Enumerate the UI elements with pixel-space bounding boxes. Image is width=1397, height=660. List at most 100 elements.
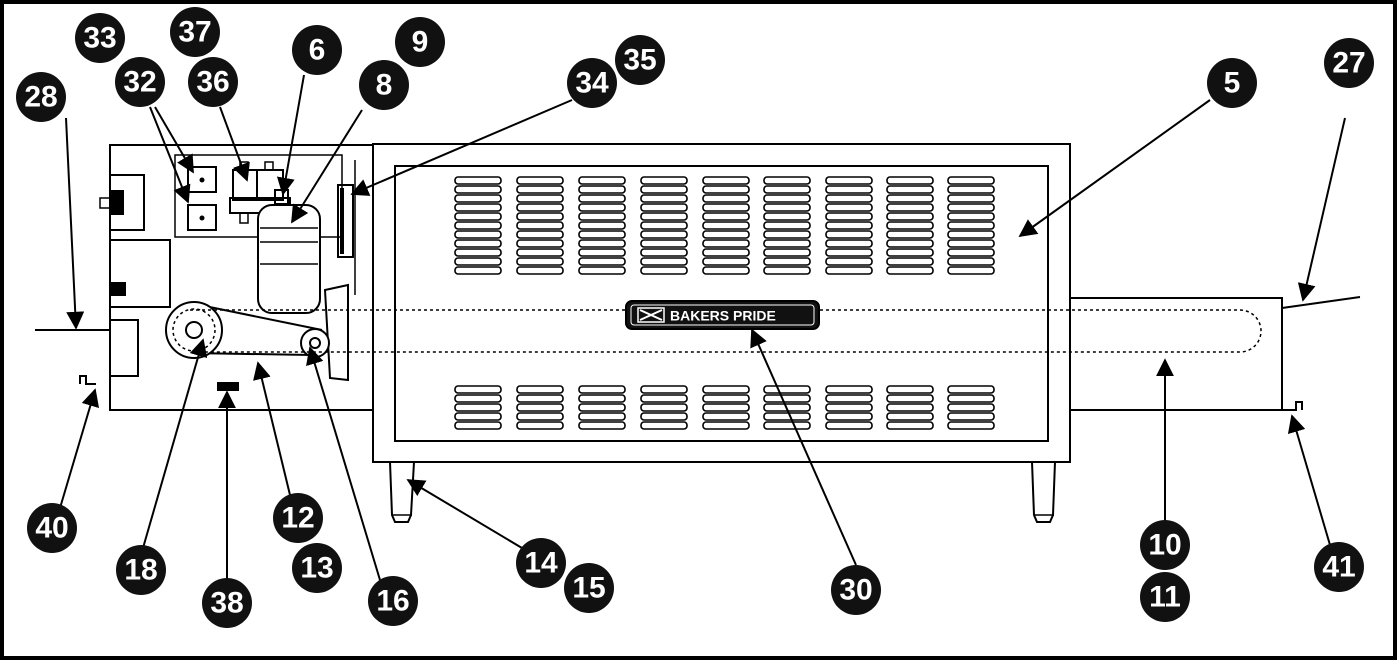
louver-slot — [763, 230, 811, 239]
callout-30: 30 — [831, 565, 881, 615]
svg-text:38: 38 — [210, 587, 243, 620]
louver-slot — [454, 185, 502, 194]
louver-slot — [578, 394, 626, 403]
louver-slot — [763, 194, 811, 203]
louver-slot — [454, 230, 502, 239]
louver-slot — [702, 185, 750, 194]
svg-text:15: 15 — [572, 572, 605, 605]
louver-slot — [947, 394, 995, 403]
louver-slot — [454, 194, 502, 203]
svg-text:35: 35 — [623, 44, 656, 77]
louver-slot — [886, 230, 934, 239]
louver-slot — [702, 248, 750, 257]
svg-text:36: 36 — [196, 66, 229, 99]
svg-text:28: 28 — [24, 81, 57, 114]
louver-slot — [640, 394, 688, 403]
louver-slot — [702, 221, 750, 230]
callout-12: 12 — [273, 493, 323, 543]
louver-slot — [454, 212, 502, 221]
louver-slot — [886, 203, 934, 212]
louver-slot — [516, 176, 564, 185]
louver-slot — [578, 257, 626, 266]
callout-16: 16 — [368, 576, 418, 626]
louver-slot — [825, 403, 873, 412]
louver-slot — [947, 212, 995, 221]
louver-slot — [578, 403, 626, 412]
louver-slot — [947, 185, 995, 194]
louver-slot — [763, 412, 811, 421]
louver-slot — [825, 239, 873, 248]
louver-slot — [763, 221, 811, 230]
louver-slot — [578, 385, 626, 394]
louver-slot — [640, 257, 688, 266]
louver-slot — [763, 185, 811, 194]
callout-14: 14 — [516, 538, 566, 588]
svg-text:27: 27 — [1332, 47, 1365, 80]
louver-slot — [702, 212, 750, 221]
louver-slot — [516, 194, 564, 203]
louver-slot — [516, 257, 564, 266]
louver-slot — [763, 203, 811, 212]
louver-slot — [640, 221, 688, 230]
louver-slot — [702, 203, 750, 212]
louver-slot — [578, 194, 626, 203]
louver-slot — [516, 394, 564, 403]
louver-slot — [825, 421, 873, 430]
louver-slot — [516, 212, 564, 221]
louver-slot — [825, 230, 873, 239]
leader-lines — [59, 74, 1346, 581]
louver-slot — [640, 176, 688, 185]
callout-10: 10 — [1140, 520, 1190, 570]
louver-slot — [763, 394, 811, 403]
louver-slot — [702, 239, 750, 248]
callout-33: 33 — [75, 13, 125, 63]
louver-slot — [947, 194, 995, 203]
louver-slot — [886, 257, 934, 266]
callout-15: 15 — [564, 563, 614, 613]
louver-slot — [763, 266, 811, 275]
svg-text:8: 8 — [376, 69, 393, 102]
louver-slot — [578, 185, 626, 194]
louver-slot — [702, 257, 750, 266]
louver-slot — [763, 385, 811, 394]
louver-slot — [578, 412, 626, 421]
louver-slot — [454, 203, 502, 212]
louver-slot — [516, 221, 564, 230]
louver-slot — [454, 403, 502, 412]
louver-slot — [516, 230, 564, 239]
louver-slot — [886, 385, 934, 394]
brand-logo-icon — [637, 307, 665, 323]
louver-slot — [886, 212, 934, 221]
callout-27: 27 — [1324, 38, 1374, 88]
louver-slot — [947, 421, 995, 430]
louver-slot — [825, 203, 873, 212]
louver-slot — [516, 403, 564, 412]
louver-slot — [886, 239, 934, 248]
louver-slot — [886, 421, 934, 430]
svg-text:30: 30 — [839, 574, 872, 607]
svg-text:16: 16 — [376, 585, 409, 618]
callout-5: 5 — [1207, 58, 1257, 108]
louver-slot — [578, 248, 626, 257]
svg-text:10: 10 — [1148, 529, 1181, 562]
louver-slot — [454, 221, 502, 230]
louver-slot — [640, 385, 688, 394]
louver-slot — [825, 212, 873, 221]
louver-slot — [886, 176, 934, 185]
louver-slot — [886, 221, 934, 230]
callout-38: 38 — [202, 578, 252, 628]
callout-34: 34 — [567, 58, 617, 108]
louver-slot — [578, 266, 626, 275]
louver-slot — [947, 266, 995, 275]
louver-slot — [516, 421, 564, 430]
louver-slot — [702, 421, 750, 430]
svg-text:32: 32 — [123, 66, 156, 99]
callout-41: 41 — [1314, 542, 1364, 592]
louver-slot — [702, 412, 750, 421]
left-crumb-tray-hook — [79, 375, 96, 385]
louver-slot — [825, 185, 873, 194]
svg-text:41: 41 — [1322, 551, 1355, 584]
callout-28: 28 — [16, 72, 66, 122]
svg-text:34: 34 — [575, 67, 609, 100]
louver-slot — [947, 385, 995, 394]
